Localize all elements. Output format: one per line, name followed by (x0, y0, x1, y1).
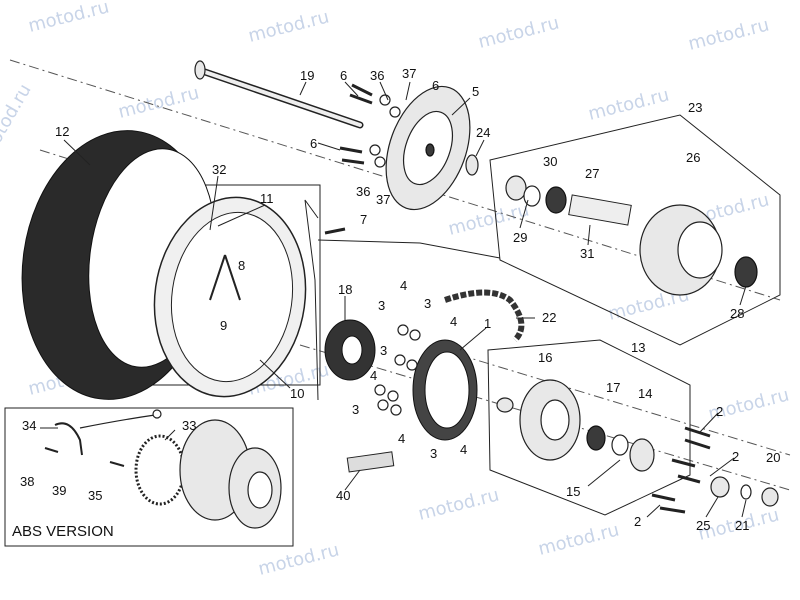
hub-bolts (651, 426, 711, 514)
callout-27: 27 (585, 166, 599, 181)
callout-13: 13 (631, 340, 645, 355)
callout-24: 24 (476, 125, 490, 140)
callout-20: 20 (766, 450, 780, 465)
valve-7 (324, 227, 346, 235)
callout-21: 21 (735, 518, 749, 533)
callout-36: 36 (356, 184, 370, 199)
callout-16: 16 (538, 350, 552, 365)
callout-6: 6 (432, 78, 439, 93)
callout-3: 3 (424, 296, 431, 311)
callout-31: 31 (580, 246, 594, 261)
callout-2: 2 (732, 449, 739, 464)
callout-3: 3 (430, 446, 437, 461)
callout-23: 23 (688, 100, 702, 115)
hub-assembly-23 (505, 175, 758, 296)
callout-15: 15 (566, 484, 580, 499)
callout-22: 22 (542, 310, 556, 325)
callout-3: 3 (378, 298, 385, 313)
clip-21 (740, 484, 752, 500)
spacer-24 (465, 154, 479, 176)
watermark-text: motod.ru (26, 0, 111, 37)
callout-14: 14 (638, 386, 652, 401)
hub-assembly-13 (496, 379, 655, 472)
abs-version-label: ABS VERSION (12, 523, 114, 540)
abs-parts (44, 409, 282, 529)
callout-4: 4 (460, 442, 467, 457)
cush-drive-rubbers (324, 319, 376, 381)
group-outlines (4, 114, 781, 547)
callout-12: 12 (55, 124, 69, 139)
sprocket-nuts (374, 324, 421, 416)
callout-39: 39 (52, 483, 66, 498)
drive-chain (444, 289, 525, 343)
callout-4: 4 (398, 431, 405, 446)
callout-40: 40 (336, 488, 350, 503)
callout-1: 1 (484, 316, 491, 331)
leader-lines (40, 81, 747, 518)
chain-link-40 (346, 451, 395, 473)
callout-6: 6 (340, 68, 347, 83)
watermark-text: motod.ru (536, 519, 621, 559)
watermark-text: motod.ru (0, 80, 36, 162)
callout-2: 2 (716, 404, 723, 419)
callout-36: 36 (370, 68, 384, 83)
callout-4: 4 (370, 368, 377, 383)
hub-group-box-13 (487, 339, 691, 516)
watermark-text: motod.ru (686, 14, 771, 54)
brake-disc (385, 85, 471, 211)
callout-9: 9 (220, 318, 227, 333)
callout-33: 33 (182, 418, 196, 433)
callout-19: 19 (300, 68, 314, 83)
callout-28: 28 (730, 306, 744, 321)
hub-group-box-23 (489, 114, 781, 346)
watermark-text: motod.ru (116, 82, 201, 122)
callout-37: 37 (402, 66, 416, 81)
watermark-text: motod.ru (476, 12, 561, 52)
callout-8: 8 (238, 258, 245, 273)
callout-30: 30 (543, 154, 557, 169)
callout-7: 7 (360, 212, 367, 227)
rear-sprocket (412, 339, 478, 441)
callout-29: 29 (513, 230, 527, 245)
callout-35: 35 (88, 488, 102, 503)
callout-4: 4 (450, 314, 457, 329)
watermark-text: motod.ru (416, 484, 501, 524)
spacer-25 (710, 476, 730, 498)
callout-34: 34 (22, 418, 36, 433)
callout-37: 37 (376, 192, 390, 207)
callout-2: 2 (634, 514, 641, 529)
callout-38: 38 (20, 474, 34, 489)
watermark-text: motod.ru (246, 6, 331, 46)
abs-version-box (4, 407, 294, 547)
wheel-rim (153, 196, 307, 398)
callout-17: 17 (606, 380, 620, 395)
callout-6: 6 (310, 136, 317, 151)
callout-25: 25 (696, 518, 710, 533)
callout-32: 32 (212, 162, 226, 177)
callout-5: 5 (472, 84, 479, 99)
callout-18: 18 (338, 282, 352, 297)
callout-10: 10 (290, 386, 304, 401)
watermark-text: motod.ru (586, 84, 671, 124)
axle-nut-20 (761, 487, 779, 507)
disc-bolts (339, 83, 401, 168)
callout-26: 26 (686, 150, 700, 165)
rear-axle (194, 60, 364, 129)
callout-11: 11 (260, 191, 274, 206)
callout-3: 3 (380, 343, 387, 358)
callout-labels: 19 6 36 37 6 5 23 12 6 24 36 37 30 27 26… (12, 66, 780, 540)
callout-3: 3 (352, 402, 359, 417)
callout-4: 4 (400, 278, 407, 293)
